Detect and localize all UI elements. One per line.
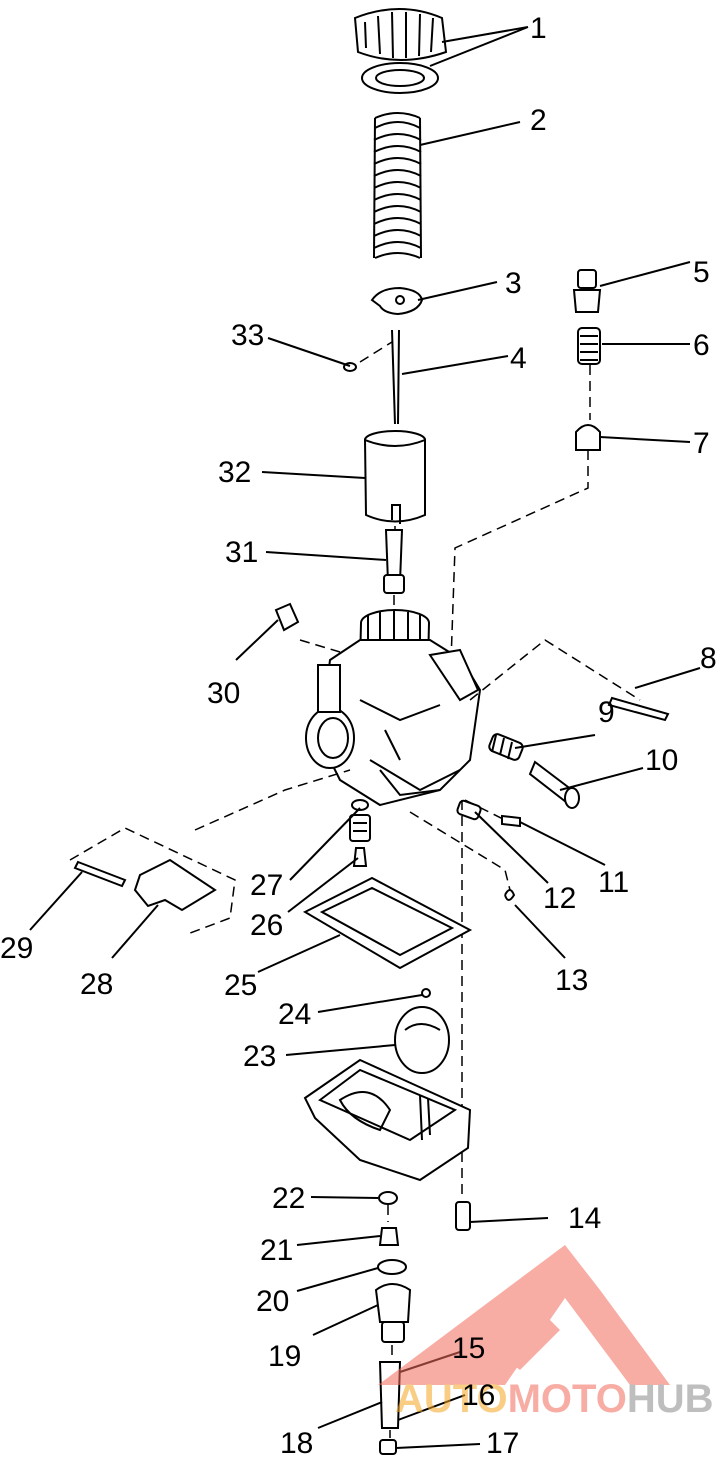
carburetor-body [299,609,641,807]
part-31-jet-holder [383,529,405,610]
label-20: 20 [256,1285,289,1318]
watermark-text-prefix: AUTO [395,1377,508,1421]
part-1-cap [353,8,448,94]
part-26-jet [349,814,371,867]
watermark-text-middle: MOTO [508,1377,627,1421]
part-21-jet [378,1227,400,1246]
label-12: 12 [543,882,576,915]
label-19: 19 [268,1340,301,1373]
label-32: 32 [218,456,251,489]
label-31: 31 [225,536,258,569]
part-22-washer [378,1191,398,1222]
part-19-housing [374,1283,412,1360]
label-16: 16 [462,1379,495,1412]
label-11: 11 [598,866,629,899]
part-27-washer [351,799,369,811]
label-21: 21 [260,1234,293,1267]
label-14: 14 [568,1202,601,1235]
label-18: 18 [280,1427,313,1460]
part-29-rod [69,769,351,936]
label-2: 2 [530,104,547,137]
label-24: 24 [278,998,311,1031]
part-32-throttle-slide [363,430,426,545]
label-27: 27 [250,869,283,902]
label-25: 25 [224,969,257,1002]
label-1: 1 [530,12,547,45]
part-24-ball [421,988,431,998]
label-3: 3 [505,267,522,300]
part-7-needle-valve [449,424,601,691]
part-2-spring [373,112,422,259]
part-17-screw [379,1439,397,1455]
part-9-spring [488,733,524,761]
part-13-clip [409,811,516,901]
part-20-o-ring [377,1259,407,1275]
float-bowl [303,1058,472,1182]
watermark-text-suffix: HUB [627,1377,714,1421]
label-30: 30 [207,677,240,710]
part-5-cap-screw [572,269,602,313]
part-23-float [394,1006,450,1074]
label-7: 7 [693,427,710,460]
part-10-screw [528,760,580,809]
part-28-bracket [133,858,217,912]
leader-lines [29,26,701,1449]
watermark-logo: AUTOMOTOHUB [378,1245,714,1421]
label-17: 17 [486,1427,519,1460]
label-13: 13 [555,964,588,997]
label-8: 8 [700,642,717,675]
part-4-needle [359,329,400,425]
label-33: 33 [231,319,264,352]
label-4: 4 [510,342,527,375]
svg-text:AUTOMOTOHUB: AUTOMOTOHUB [395,1377,714,1421]
part-3-clip-plate [370,286,424,316]
part-8-tube [607,696,670,722]
part-14-screw [455,800,471,1231]
label-6: 6 [693,329,710,362]
label-15: 15 [452,1332,485,1365]
part-25-gasket [302,876,473,970]
label-26: 26 [250,909,283,942]
label-5: 5 [693,256,710,289]
part-30-plug [274,602,300,632]
part-6-spring [577,327,601,420]
label-9: 9 [598,696,615,729]
label-10: 10 [645,744,678,777]
label-29: 29 [0,932,33,965]
part-12-spring [456,799,482,821]
callout-labels: 1 2 3 4 5 6 7 8 9 10 11 12 13 14 15 16 1… [0,12,717,1460]
label-22: 22 [272,1182,305,1215]
label-23: 23 [243,1040,276,1073]
label-28: 28 [80,968,113,1001]
